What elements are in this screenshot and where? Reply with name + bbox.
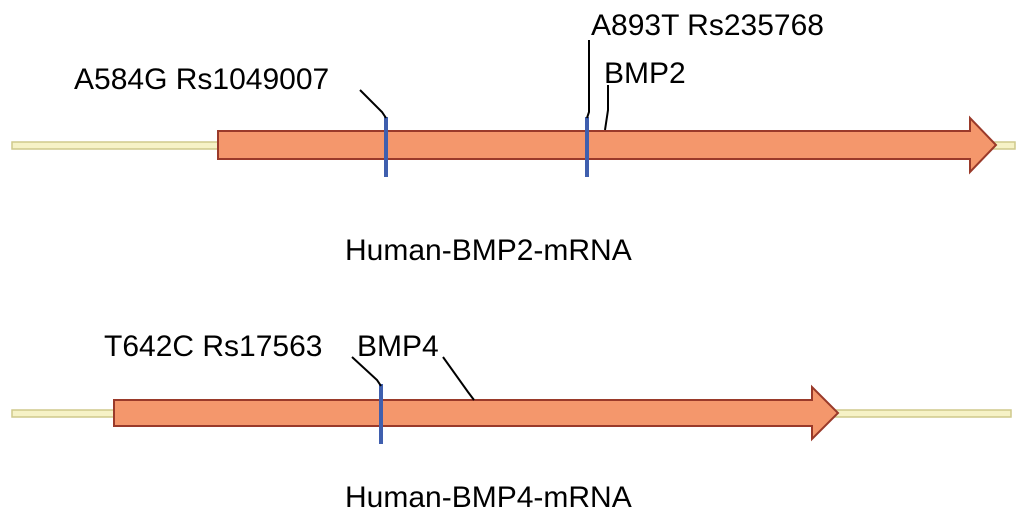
- leader-line-rs1049007: [359, 89, 387, 119]
- leader-line-rs17563: [351, 356, 382, 387]
- snp-label-rs17563: T642C Rs17563: [104, 330, 322, 363]
- gene-arrow-bmp2: [217, 115, 998, 175]
- leader-line-rs235768: [586, 40, 590, 119]
- gene-label-bmp4: BMP4: [357, 330, 439, 363]
- track-bmp2: A584G Rs1049007 A893T Rs235768 BMP2 Huma…: [11, 9, 1016, 267]
- leader-line-bmp4: [442, 356, 475, 401]
- track-caption-bmp4: Human-BMP4-mRNA: [345, 481, 632, 514]
- snp-label-rs1049007: A584G Rs1049007: [74, 63, 329, 96]
- gene-arrow-bmp4: [113, 384, 840, 442]
- track-bmp4: T642C Rs17563 BMP4 Human-BMP4-mRNA: [11, 330, 1012, 514]
- leader-line-bmp2: [604, 85, 609, 131]
- track-caption-bmp2: Human-BMP2-mRNA: [345, 234, 632, 267]
- snp-label-rs235768: A893T Rs235768: [591, 9, 824, 42]
- gene-label-bmp2: BMP2: [604, 57, 686, 90]
